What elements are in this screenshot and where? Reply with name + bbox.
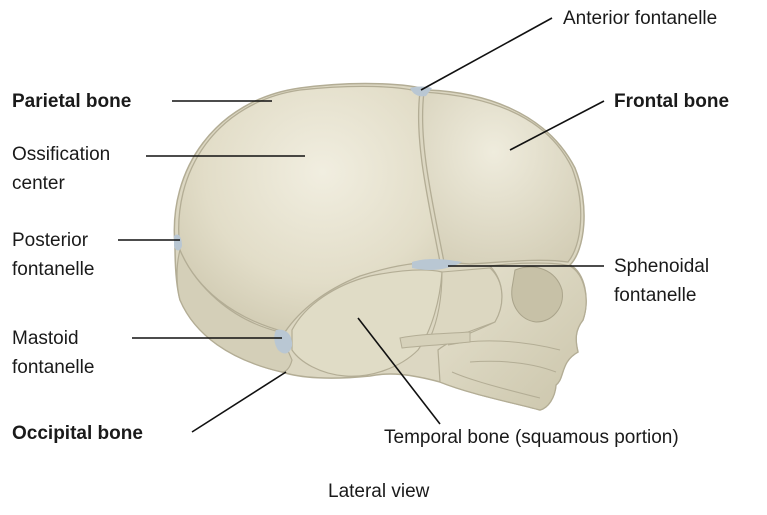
label-ossification-center: Ossification center <box>12 140 110 198</box>
label-temporal-bone: Temporal bone (squamous portion) <box>384 424 679 451</box>
label-mastoid-fontanelle-line2: fontanelle <box>12 353 94 382</box>
leader-occipital <box>192 372 286 432</box>
label-posterior-fontanelle: Posterior fontanelle <box>12 226 94 284</box>
label-mastoid-fontanelle-line1: Mastoid <box>12 324 94 353</box>
figure-caption: Lateral view <box>328 478 429 505</box>
frontal-bone-shape <box>423 92 581 264</box>
label-parietal-bone: Parietal bone <box>12 88 131 115</box>
label-ossification-center-line2: center <box>12 169 110 198</box>
label-sphenoidal-fontanelle: Sphenoidal fontanelle <box>614 252 709 310</box>
leader-anterior <box>421 18 552 90</box>
label-posterior-fontanelle-line2: fontanelle <box>12 255 94 284</box>
label-frontal-bone: Frontal bone <box>614 88 729 115</box>
label-sphenoidal-fontanelle-line2: fontanelle <box>614 281 709 310</box>
label-sphenoidal-fontanelle-line1: Sphenoidal <box>614 252 709 281</box>
label-posterior-fontanelle-line1: Posterior <box>12 226 94 255</box>
label-mastoid-fontanelle: Mastoid fontanelle <box>12 324 94 382</box>
label-ossification-center-line1: Ossification <box>12 140 110 169</box>
label-occipital-bone: Occipital bone <box>12 420 143 447</box>
label-anterior-fontanelle: Anterior fontanelle <box>563 5 717 32</box>
